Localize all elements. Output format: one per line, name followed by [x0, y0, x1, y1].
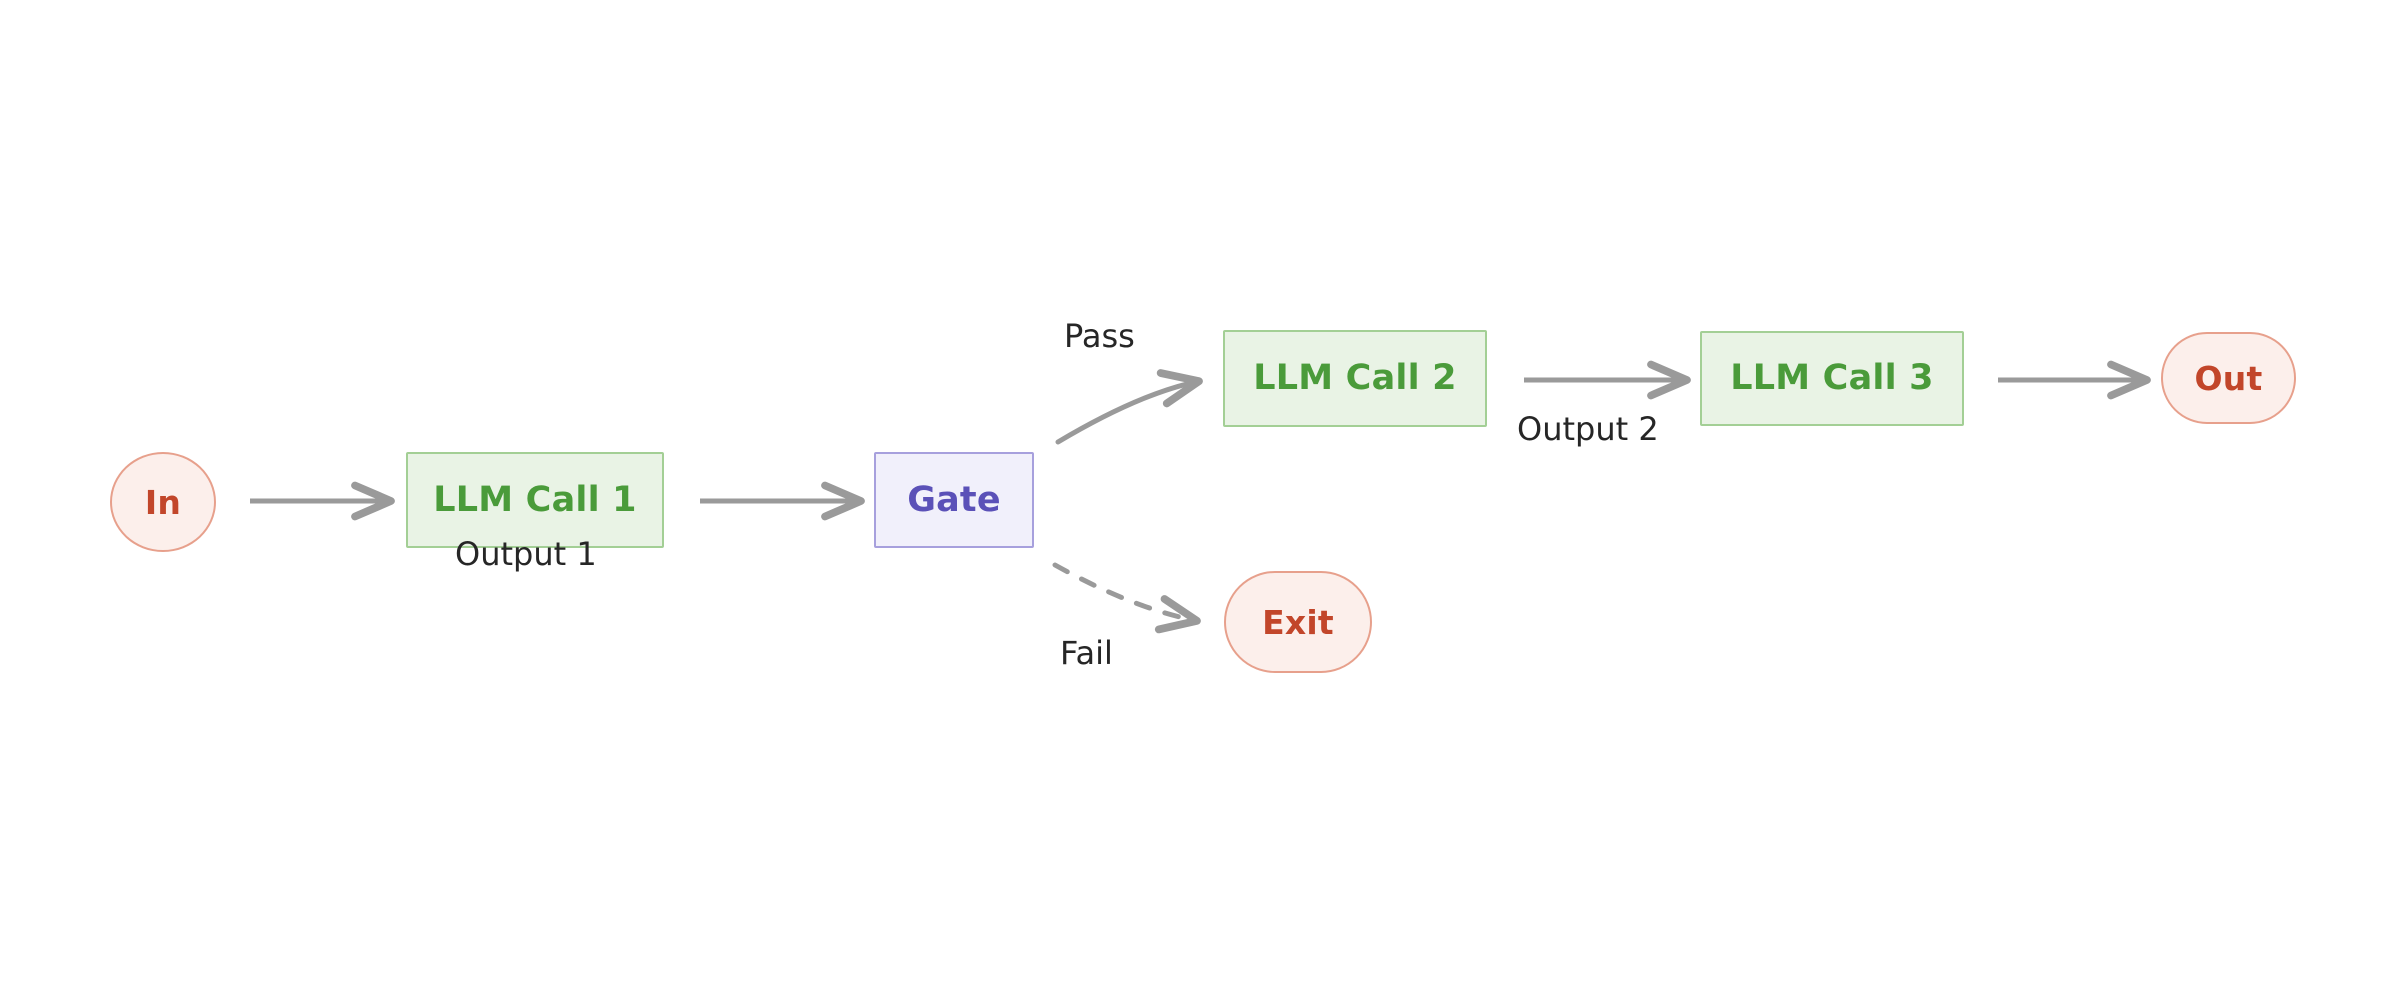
node-llm-call-3-label: LLM Call 3 — [1730, 358, 1934, 398]
edge-label-pass: Pass — [1064, 317, 1135, 355]
node-llm-call-2-label: LLM Call 2 — [1253, 358, 1457, 398]
node-llm-call-1-label: LLM Call 1 — [433, 479, 637, 520]
edge-label-output-1: Output 1 — [455, 535, 597, 573]
edge-gate-to-exit-fail — [1052, 562, 1201, 634]
node-llm-call-3[interactable]: LLM Call 3 — [1700, 331, 1964, 426]
node-out[interactable]: Out — [2161, 332, 2296, 424]
edge-label-output-2: Output 2 — [1517, 410, 1659, 448]
edge-label-fail: Fail — [1060, 634, 1113, 672]
node-out-label: Out — [2194, 358, 2263, 398]
node-gate-label: Gate — [907, 479, 1001, 520]
node-llm-call-2[interactable]: LLM Call 2 — [1223, 330, 1487, 427]
edge-gate-to-call2-pass — [1055, 369, 1203, 445]
node-gate[interactable]: Gate — [874, 452, 1034, 548]
node-in-label: In — [144, 482, 182, 522]
node-exit[interactable]: Exit — [1224, 571, 1372, 673]
node-in[interactable]: In — [110, 452, 216, 552]
node-llm-call-1[interactable]: LLM Call 1 — [406, 452, 664, 548]
node-exit-label: Exit — [1262, 602, 1334, 642]
